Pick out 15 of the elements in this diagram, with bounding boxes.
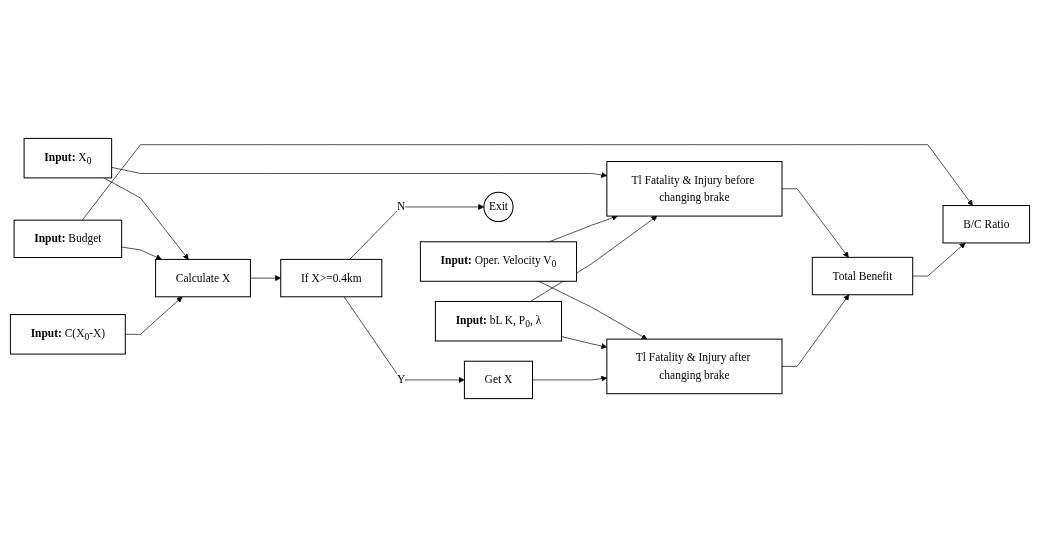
node-box: Calculate X	[155, 258, 251, 298]
edge-label: N	[396, 200, 406, 214]
node-box: Input: bL K, P$_{0}$, λ	[434, 301, 562, 342]
node-box: Tl Fatality & Injury before changing brake	[606, 161, 783, 217]
node-circle: Exit	[483, 191, 514, 223]
node-box: Get X	[463, 360, 533, 400]
node-box: B/C Ratio	[942, 205, 1031, 244]
node-box: Input: Oper. Velocity V$_{0}$	[419, 241, 578, 282]
node-box: Input: C(X$_{0}$-X)	[9, 314, 126, 355]
node-box: Tl Fatality & Injury after changing brake	[606, 338, 783, 395]
node-box: Input: Budget	[13, 219, 123, 259]
node-box: Total Benefit	[811, 256, 914, 296]
edge-label: Y	[396, 373, 406, 387]
node-box: Input: X$_{0}$	[23, 137, 113, 179]
node-box: If X>=0.4km	[280, 258, 383, 298]
